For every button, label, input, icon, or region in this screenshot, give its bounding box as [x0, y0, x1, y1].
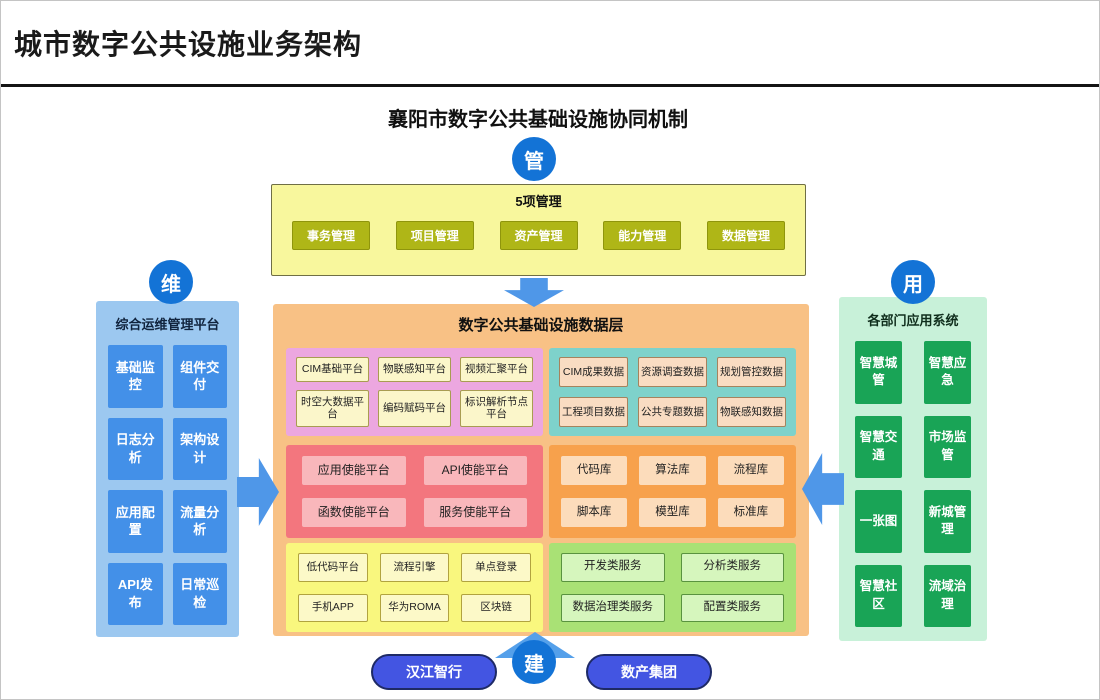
- enable-item: 应用使能平台: [302, 456, 406, 485]
- apps-item: 流域治理: [924, 564, 971, 627]
- partner-shuchan-button: 数产集团: [586, 654, 712, 690]
- down-arrow-icon: [504, 278, 564, 307]
- apps-item: 智慧社区: [855, 564, 902, 627]
- tool-box: 低代码平台 流程引擎 单点登录 手机APP 华为ROMA 区块链: [286, 543, 543, 632]
- data-layer-panel: 数字公共基础设施数据层 CIM基础平台 物联感知平台 视频汇聚平台 时空大数据平…: [273, 304, 809, 636]
- ops-item: 组件交付: [172, 345, 227, 408]
- platform-item: 时空大数据平台: [296, 389, 369, 427]
- enable-box: 应用使能平台 API使能平台 函数使能平台 服务使能平台: [286, 445, 543, 538]
- platform-item: 标识解析节点平台: [460, 389, 533, 427]
- title-divider: [1, 84, 1099, 87]
- management-box-title: 5项管理: [515, 194, 562, 209]
- service-item: 分析类服务: [680, 553, 784, 582]
- tool-item: 手机APP: [298, 593, 368, 622]
- ops-item: API发布: [108, 562, 163, 625]
- management-items: 事务管理 项目管理 资产管理 能力管理 数据管理: [292, 221, 785, 250]
- build-badge: 建: [512, 640, 556, 684]
- library-item: 脚本库: [561, 498, 628, 527]
- apps-panel: 各部门应用系统 智慧城管 智慧应急 智慧交通 市场监管 一张图 新城管理 智慧社…: [839, 297, 987, 641]
- page-title: 城市数字公共设施业务架构: [14, 29, 363, 60]
- management-box: 5项管理 事务管理 项目管理 资产管理 能力管理 数据管理: [271, 184, 806, 276]
- ops-panel: 综合运维管理平台 基础监控 组件交付 日志分析 架构设计 应用配置 流量分析 A…: [96, 301, 239, 637]
- ops-item: 流量分析: [172, 490, 227, 553]
- partner-hanjiang-button: 汉江智行: [371, 654, 497, 690]
- apps-panel-title: 各部门应用系统: [867, 313, 959, 328]
- management-item: 资产管理: [499, 221, 578, 250]
- management-item: 数据管理: [707, 221, 785, 250]
- apps-item: 新城管理: [924, 490, 971, 553]
- service-box: 开发类服务 分析类服务 数据治理类服务 配置类服务: [549, 543, 796, 632]
- tool-item: 流程引擎: [379, 553, 450, 582]
- enable-item: API使能平台: [423, 456, 527, 485]
- data-item: CIM成果数据: [559, 357, 628, 387]
- management-item: 能力管理: [603, 221, 682, 250]
- apps-item: 智慧应急: [924, 341, 971, 404]
- platform-item: 视频汇聚平台: [460, 357, 533, 382]
- data-item: 资源调查数据: [638, 357, 707, 387]
- apps-item: 智慧交通: [855, 415, 902, 478]
- data-layer-title: 数字公共基础设施数据层: [458, 317, 624, 334]
- manage-badge: 管: [512, 137, 556, 181]
- use-badge: 用: [891, 260, 935, 304]
- apps-item: 一张图: [855, 490, 902, 553]
- apps-item: 市场监管: [924, 415, 971, 478]
- data-item: 公共专题数据: [638, 397, 707, 427]
- platform-item: 编码赋码平台: [378, 389, 451, 427]
- tool-item: 低代码平台: [298, 553, 368, 582]
- tool-item: 单点登录: [461, 553, 531, 582]
- ops-item: 日常巡检: [172, 562, 227, 625]
- apps-item: 智慧城管: [855, 341, 902, 404]
- platform-box: CIM基础平台 物联感知平台 视频汇聚平台 时空大数据平台 编码赋码平台 标识解…: [286, 348, 543, 436]
- management-item: 事务管理: [292, 221, 370, 250]
- service-item: 开发类服务: [561, 553, 665, 582]
- data-item: 工程项目数据: [559, 397, 628, 427]
- tool-item: 华为ROMA: [379, 593, 450, 622]
- library-item: 算法库: [639, 456, 706, 485]
- library-item: 标准库: [717, 498, 784, 527]
- data-box: CIM成果数据 资源调查数据 规划管控数据 工程项目数据 公共专题数据 物联感知…: [549, 348, 796, 436]
- ops-items: 基础监控 组件交付 日志分析 架构设计 应用配置 流量分析 API发布 日常巡检: [108, 345, 227, 625]
- tool-item: 区块链: [461, 593, 531, 622]
- ops-item: 日志分析: [108, 417, 163, 480]
- ops-item: 基础监控: [108, 345, 163, 408]
- diagram-subtitle: 襄阳市数字公共基础设施协同机制: [388, 109, 688, 131]
- data-item: 物联感知数据: [717, 397, 786, 427]
- platform-item: 物联感知平台: [378, 357, 451, 382]
- library-box: 代码库 算法库 流程库 脚本库 模型库 标准库: [549, 445, 796, 538]
- ops-item: 应用配置: [108, 490, 163, 553]
- enable-item: 服务使能平台: [423, 498, 527, 527]
- ops-item: 架构设计: [172, 417, 227, 480]
- library-item: 流程库: [717, 456, 784, 485]
- enable-item: 函数使能平台: [302, 498, 406, 527]
- data-item: 规划管控数据: [717, 357, 786, 387]
- apps-items: 智慧城管 智慧应急 智慧交通 市场监管 一张图 新城管理 智慧社区 流域治理: [855, 341, 971, 627]
- management-item: 项目管理: [395, 221, 474, 250]
- library-item: 代码库: [561, 456, 628, 485]
- library-item: 模型库: [639, 498, 706, 527]
- platform-item: CIM基础平台: [296, 357, 369, 382]
- maintain-badge: 维: [149, 260, 193, 304]
- service-item: 配置类服务: [680, 593, 784, 622]
- service-item: 数据治理类服务: [561, 593, 665, 622]
- ops-panel-title: 综合运维管理平台: [115, 317, 220, 332]
